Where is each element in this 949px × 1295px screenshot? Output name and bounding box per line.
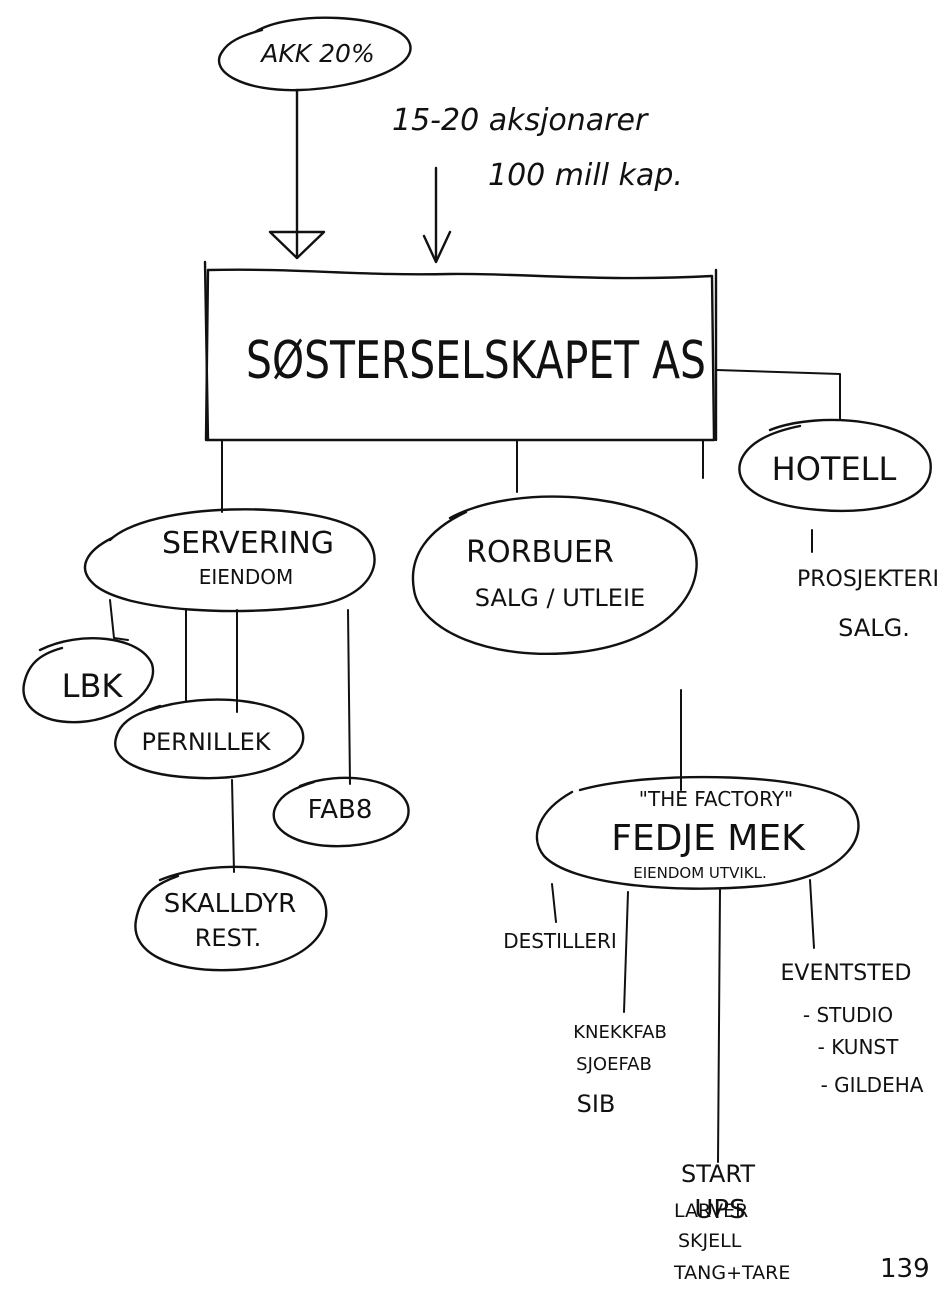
lbk-node: LBK xyxy=(22,637,155,724)
skalldyr-line2: REST. xyxy=(195,924,262,952)
investors-line2: 100 mill kap. xyxy=(488,158,683,193)
connector-factory-destilleri xyxy=(551,883,557,923)
factory-node: "THE FACTORY" FEDJE MEK EIENDOM UTVIKL. xyxy=(535,775,860,890)
startups-tangtare: TANG+TARE xyxy=(674,1262,791,1284)
event-line4: - GILDEHA xyxy=(821,1073,924,1097)
fab8-node: FAB8 xyxy=(272,776,410,848)
lbk-label: LBK xyxy=(62,667,124,705)
factory-ellipse xyxy=(535,775,860,890)
hotel-node: HOTELL xyxy=(738,418,932,513)
hotel-ellipse xyxy=(738,418,932,513)
startups-larver: LARVER xyxy=(674,1200,749,1222)
pernillek-node: PERNILLEK xyxy=(114,698,305,780)
arrow-investors xyxy=(422,166,452,264)
servering-line2: EIENDOM xyxy=(199,565,294,589)
rorbuer-line2: SALG / UTLEIE xyxy=(475,584,645,612)
rorbuer-node: RORBUER SALG / UTLEIE xyxy=(411,495,698,656)
connector-factory-startups xyxy=(717,889,721,1163)
factory-name: FEDJE MEK xyxy=(611,818,806,859)
main-company-node: SØSTERSELSKAPET AS xyxy=(203,260,718,442)
connector-factory-event xyxy=(809,879,815,949)
connector-servering-fab8 xyxy=(347,609,351,785)
connector-servering-lbk xyxy=(109,599,129,641)
knekk-line3: SIB xyxy=(577,1090,616,1118)
fab8-label: FAB8 xyxy=(308,795,373,825)
destilleri-label: DESTILLERI xyxy=(503,929,617,953)
rorbuer-ellipse xyxy=(411,495,698,656)
akk-ellipse xyxy=(217,16,412,92)
knekk-line1: KNEKKFAB xyxy=(573,1022,667,1043)
startups-line1: START xyxy=(681,1160,755,1188)
connector-main-hotel xyxy=(716,369,841,421)
event-line2: - STUDIO xyxy=(803,1003,893,1027)
rorbuer-line1: RORBUER xyxy=(466,535,614,570)
factory-sub: EIENDOM UTVIKL. xyxy=(633,864,766,882)
pernillek-label: PERNILLEK xyxy=(142,728,272,756)
akk-node: AKK 20% xyxy=(217,16,412,92)
arrow-akk xyxy=(268,88,326,260)
hotel-sub-line1: PROSJEKTERI xyxy=(797,567,939,592)
page-number: 139 xyxy=(880,1254,930,1284)
fab8-ellipse xyxy=(272,776,410,848)
pernillek-ellipse xyxy=(114,698,305,780)
hotel-label: HOTELL xyxy=(772,450,897,488)
startups-line2: UPS xyxy=(694,1195,745,1225)
event-line3: - KUNST xyxy=(818,1035,899,1059)
event-line1: EVENTSTED xyxy=(781,961,912,986)
connector-factory-knekk xyxy=(623,891,629,1013)
main-company-label: SØSTERSELSKAPET AS xyxy=(246,331,706,391)
servering-ellipse xyxy=(83,508,376,613)
factory-quote: "THE FACTORY" xyxy=(639,787,793,811)
investors-line1: 15-20 aksjonarer xyxy=(392,103,649,138)
skalldyr-line1: SKALLDYR xyxy=(164,889,296,919)
connector-pernillek-skalldyr xyxy=(231,779,235,873)
skalldyr-node: SKALLDYR REST. xyxy=(134,865,328,972)
lbk-ellipse xyxy=(22,637,155,724)
servering-node: SERVERING EIENDOM xyxy=(83,508,376,613)
startups-skjell: SKJELL xyxy=(678,1230,742,1252)
skalldyr-ellipse xyxy=(134,865,328,972)
main-company-box xyxy=(204,268,716,442)
knekk-line2: SJOEFAB xyxy=(576,1054,652,1075)
akk-label: AKK 20% xyxy=(259,39,374,68)
hotel-sub-line2: SALG. xyxy=(838,614,910,642)
servering-line1: SERVERING xyxy=(162,526,334,561)
